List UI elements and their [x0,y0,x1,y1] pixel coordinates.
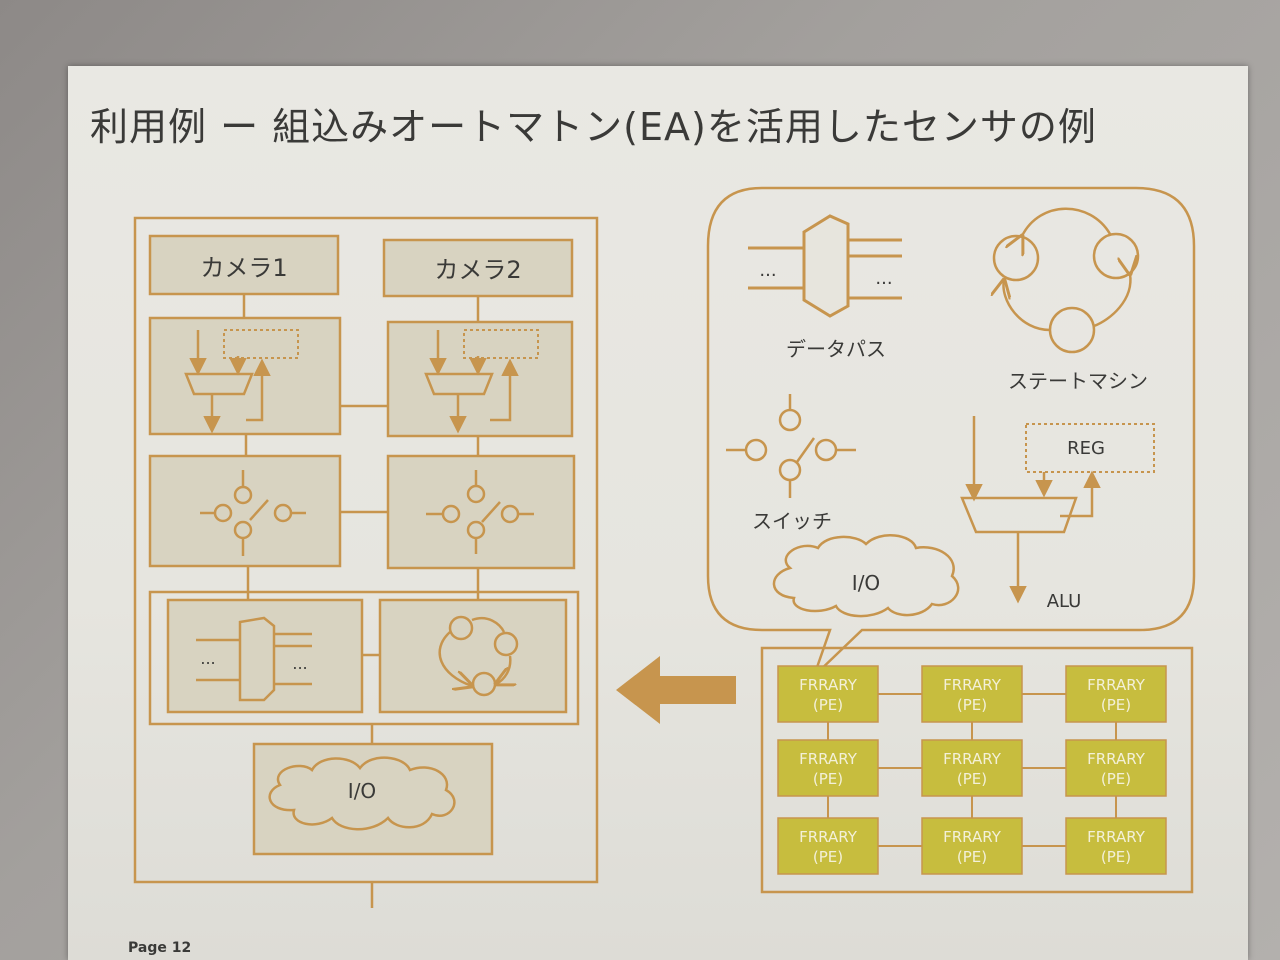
legend-datapath-ellipsis-left: ... [759,260,776,281]
pe-cell-sublabel: (PE) [957,696,987,714]
pe-cell [777,665,879,723]
io-label: I/O [348,779,376,803]
camera-2-label: カメラ2 [434,256,521,284]
datapath-ellipsis-left: ... [200,649,215,668]
legend-bubble [706,186,1196,677]
pe-cell-label: FRRARY [1087,750,1146,768]
camera-1-box [148,234,340,296]
pe-array-frame [760,646,1194,894]
datapath-block [166,598,364,714]
legend-alu-reg-icon [960,416,1155,604]
legend-io-label: I/O [852,571,880,595]
camera-2-box [382,238,574,298]
pe-cell-sublabel: (PE) [957,848,987,866]
io-block [252,742,494,856]
datapath-state-row [148,590,580,726]
pe-cell-sublabel: (PE) [1101,848,1131,866]
pe-array: FRRARY (PE) FRRARY (PE) FRRARY (PE) FRRARY (PE)… [777,665,1167,875]
legend-state-machine-icon [994,207,1140,354]
pe-cell-label: FRRARY [799,676,858,694]
datapath-ellipsis-right: ... [292,654,307,673]
legend-alu-label: ALU [1047,591,1082,612]
legend-state-machine-label: ステートマシン [1008,369,1148,393]
legend-datapath-ellipsis-right: ... [875,268,892,289]
legend-switch-label: スイッチ [752,509,832,533]
legend-reg-label: REG [1067,438,1105,459]
pe-cell-sublabel: (PE) [957,770,987,788]
pe-cell-sublabel: (PE) [1101,696,1131,714]
legend-datapath-label: データパス [786,337,886,361]
pe-cell-label: FRRARY [799,828,858,846]
pe-cell-label: FRRARY [943,676,1002,694]
pe-cell-sublabel: (PE) [813,848,843,866]
pe-cell [777,739,879,797]
camera-1-label: カメラ1 [200,254,287,282]
flow-arrow-left [616,656,736,724]
pe-cell-label: FRRARY [1087,828,1146,846]
legend-datapath-icon [748,214,902,318]
pe-cell-sublabel: (PE) [813,770,843,788]
pe-cell [921,665,1023,723]
pe-cell [921,739,1023,797]
slide-title: 利用例 ー 組込みオートマトン(EA)を活用したセンサの例 [90,105,1097,149]
pe-cell [1065,739,1167,797]
legend-io-cloud [772,534,960,618]
switch-block-2 [386,454,576,570]
left-system [133,216,599,908]
pe-cell-sublabel: (PE) [1101,770,1131,788]
alu-block-1 [148,316,342,436]
pe-cell [921,817,1023,875]
pe-cell-label: FRRARY [943,750,1002,768]
pe-cell-sublabel: (PE) [813,696,843,714]
pe-cell [1065,665,1167,723]
legend-switch-icon [726,394,856,498]
pe-cell-label: FRRARY [799,750,858,768]
pe-cell-label: FRRARY [1087,676,1146,694]
pe-cell [777,817,879,875]
io-cloud-shape [268,756,456,831]
state-machine-block [378,598,568,714]
switch-block-1 [148,454,342,568]
pe-cell [1065,817,1167,875]
page-number: Page 12 [128,940,192,956]
system-frame [133,216,599,884]
alu-block-2 [386,320,574,438]
pe-cell-label: FRRARY [943,828,1002,846]
